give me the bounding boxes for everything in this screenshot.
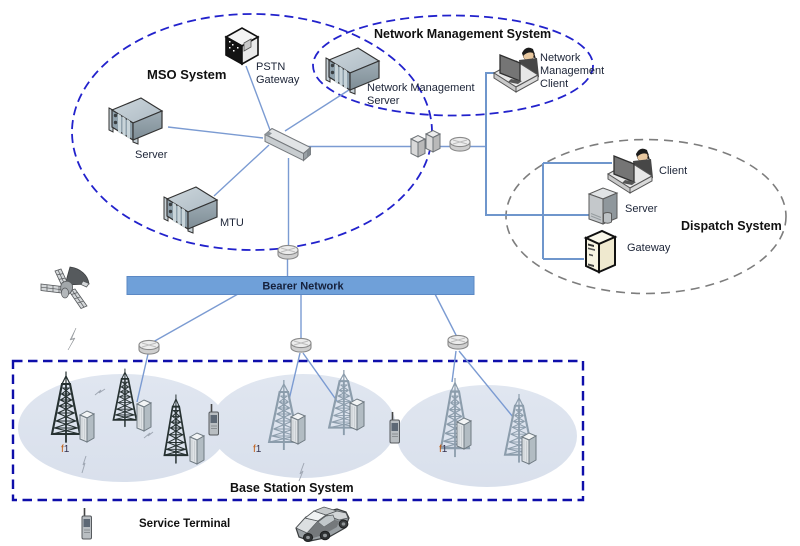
svg-text:Server: Server: [625, 203, 658, 215]
svg-text:Server: Server: [367, 95, 400, 107]
svg-text:Gateway: Gateway: [256, 74, 300, 86]
svg-text:MTU: MTU: [220, 217, 244, 229]
svg-text:Gateway: Gateway: [627, 242, 671, 254]
svg-text:Network: Network: [540, 52, 581, 64]
svg-text:Client: Client: [659, 165, 687, 177]
svg-text:Management: Management: [540, 65, 604, 77]
svg-text:f1: f1: [253, 444, 262, 455]
svg-text:Network Management: Network Management: [367, 82, 475, 94]
svg-text:Network Management System: Network Management System: [374, 27, 551, 41]
svg-text:Server: Server: [135, 149, 168, 161]
svg-text:f1: f1: [439, 444, 448, 455]
svg-text:MSO System: MSO System: [147, 67, 226, 82]
svg-text:Client: Client: [540, 78, 568, 90]
svg-text:Base Station System: Base Station System: [230, 481, 354, 495]
svg-text:Bearer Network: Bearer Network: [262, 281, 344, 293]
svg-text:Service Terminal: Service Terminal: [139, 518, 230, 530]
svg-text:PSTN: PSTN: [256, 61, 285, 73]
svg-text:Dispatch System: Dispatch System: [681, 219, 782, 233]
svg-text:f1: f1: [61, 444, 70, 455]
